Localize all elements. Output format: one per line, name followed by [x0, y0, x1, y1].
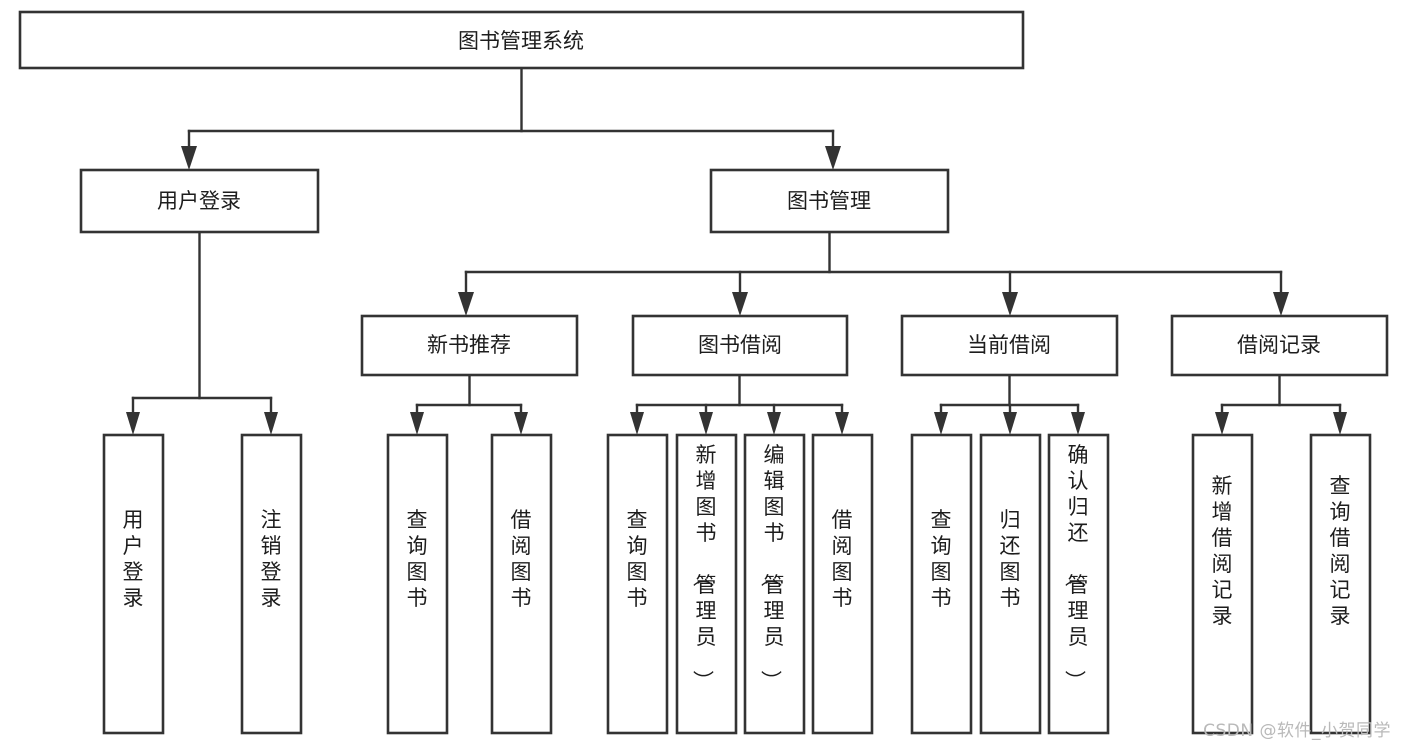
node-borrow-record[interactable]: 借阅记录	[1170, 314, 1389, 377]
arrow-head-icon	[514, 412, 528, 435]
node-leaf-query-record-label: 查询借阅记录	[1330, 474, 1351, 628]
node-leaf-query-book-2[interactable]: 查询图书	[606, 433, 669, 735]
node-leaf-edit-book-label: 编辑图书（管理员）	[759, 443, 785, 691]
node-leaf-confirm-return-label: 确认归还（管理员）	[1063, 443, 1089, 691]
arrow-head-icon	[1333, 412, 1347, 435]
arrow-head-icon	[264, 412, 278, 435]
arrow-head-icon	[699, 412, 713, 435]
arrow-head-icon	[458, 292, 474, 316]
connectors-userlogin-to-leaves	[126, 230, 278, 435]
node-book-borrow-label: 图书借阅	[698, 333, 782, 357]
node-leaf-add-book-label: 新增图书（管理员）	[691, 443, 717, 691]
node-user-login-label: 用户登录	[157, 189, 241, 213]
node-leaf-confirm-return[interactable]: 确认归还（管理员）	[1047, 433, 1110, 735]
node-leaf-borrow-book-2[interactable]: 借阅图书	[811, 433, 874, 735]
node-root[interactable]: 图书管理系统	[18, 10, 1025, 70]
node-leaf-user-login[interactable]: 用户登录	[102, 433, 165, 735]
node-leaf-borrow-book-2-label: 借阅图书	[832, 508, 853, 610]
arrow-head-icon	[767, 412, 781, 435]
node-book-manage-label: 图书管理	[787, 189, 871, 213]
node-leaf-add-book[interactable]: 新增图书（管理员）	[675, 433, 738, 735]
connectors-newbook-to-leaves	[410, 373, 528, 435]
arrow-head-icon	[825, 146, 841, 170]
node-leaf-user-login-label: 用户登录	[123, 508, 144, 610]
arrow-head-icon	[181, 146, 197, 170]
node-leaf-query-book-2-label: 查询图书	[627, 508, 648, 610]
node-leaf-query-book-1-label: 查询图书	[407, 508, 428, 610]
connectors-root-to-level2	[181, 66, 841, 170]
node-leaf-return-book[interactable]: 归还图书	[979, 433, 1042, 735]
arrow-head-icon	[410, 412, 424, 435]
arrow-head-icon	[835, 412, 849, 435]
node-leaf-add-record-label: 新增借阅记录	[1212, 474, 1233, 628]
node-new-book-rec[interactable]: 新书推荐	[360, 314, 579, 377]
node-leaf-add-record[interactable]: 新增借阅记录	[1191, 433, 1254, 735]
connectors-bookborrow-to-leaves	[630, 373, 849, 435]
arrow-head-icon	[1003, 412, 1017, 435]
node-leaf-edit-book[interactable]: 编辑图书（管理员）	[743, 433, 806, 735]
connectors-currentborrow-to-leaves	[934, 373, 1085, 435]
node-user-login[interactable]: 用户登录	[79, 168, 320, 234]
node-root-label: 图书管理系统	[458, 29, 584, 53]
node-leaf-logout-label: 注销登录	[261, 508, 282, 610]
node-leaf-query-record[interactable]: 查询借阅记录	[1309, 433, 1372, 735]
node-new-book-rec-label: 新书推荐	[427, 333, 511, 357]
arrow-head-icon	[1071, 412, 1085, 435]
node-leaf-logout[interactable]: 注销登录	[240, 433, 303, 735]
node-borrow-record-label: 借阅记录	[1237, 333, 1321, 357]
arrow-head-icon	[732, 292, 748, 316]
node-current-borrow-label: 当前借阅	[967, 333, 1051, 357]
node-leaf-query-book-3[interactable]: 查询图书	[910, 433, 973, 735]
node-book-borrow[interactable]: 图书借阅	[631, 314, 849, 377]
arrow-head-icon	[934, 412, 948, 435]
node-leaf-query-book-1[interactable]: 查询图书	[386, 433, 449, 735]
node-book-manage[interactable]: 图书管理	[709, 168, 950, 234]
arrow-head-icon	[1002, 292, 1018, 316]
node-leaf-query-book-3-label: 查询图书	[931, 508, 952, 610]
arrow-head-icon	[1215, 412, 1229, 435]
connectors-borrowrecord-to-leaves	[1215, 373, 1347, 435]
node-leaf-borrow-book-1-label: 借阅图书	[511, 508, 532, 610]
node-current-borrow[interactable]: 当前借阅	[900, 314, 1119, 377]
csdn-watermark: CSDN @软件_小贺同学	[1203, 721, 1391, 741]
node-leaf-return-book-label: 归还图书	[1000, 508, 1021, 610]
arrow-head-icon	[126, 412, 140, 435]
arrow-head-icon	[1273, 292, 1289, 316]
connectors-bookmanage-to-level3	[458, 230, 1289, 316]
node-leaf-borrow-book-1[interactable]: 借阅图书	[490, 433, 553, 735]
arrow-head-icon	[630, 412, 644, 435]
